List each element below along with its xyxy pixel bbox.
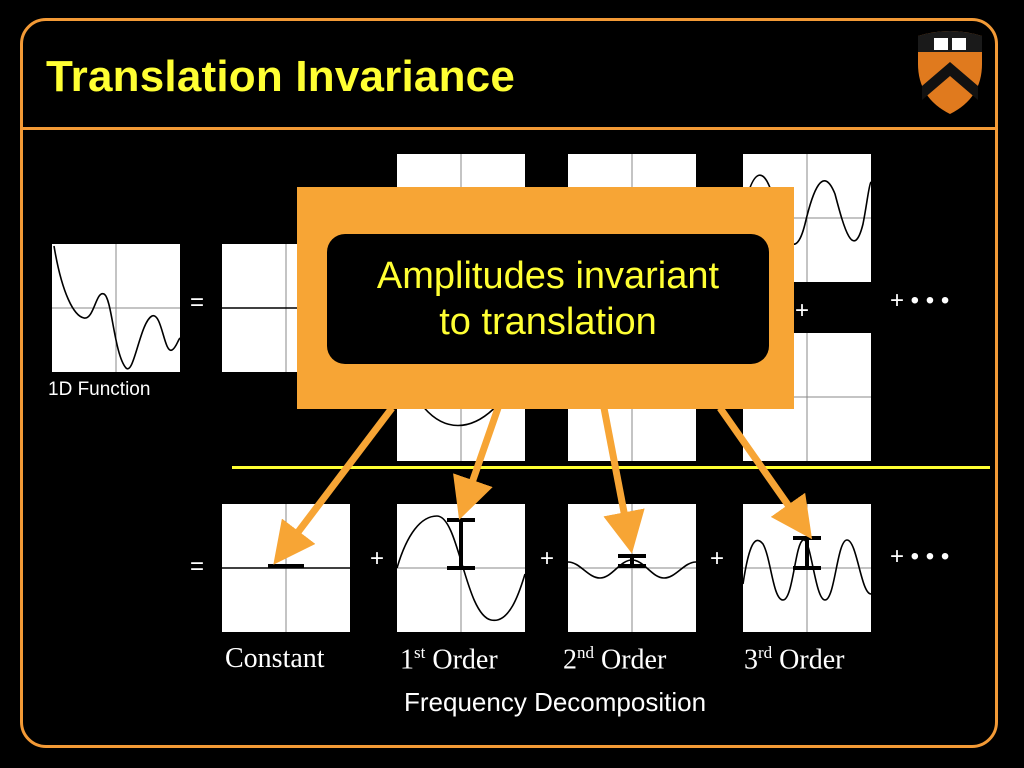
slide-frame (20, 18, 998, 748)
label-constant: Constant (225, 643, 325, 674)
label-third-order: 3rd Order (744, 643, 845, 676)
divider-line (232, 466, 990, 469)
panel-1d-function (52, 244, 180, 372)
function-label: 1D Function (48, 379, 151, 400)
bottom-plus-3: + (710, 545, 725, 572)
arrow-icon (273, 405, 395, 565)
arrow-icon (453, 406, 502, 520)
bottom-ellipsis: + • • • (890, 543, 950, 570)
bottom-plus-1: + (370, 545, 385, 572)
callout-line-1: Amplitudes invariant (376, 255, 720, 297)
slide-title: Translation Invariance (46, 52, 516, 101)
label-first-order: 1st Order (400, 643, 498, 676)
title-rule (22, 127, 998, 130)
label-second-order: 2nd Order (563, 643, 667, 676)
panel-first-order (397, 504, 525, 632)
callout-text-box: Amplitudes invariant to translation (327, 234, 769, 364)
princeton-shield-logo (918, 31, 982, 114)
top-plus-sign: + (795, 297, 810, 324)
callout-line-2: to translation (439, 301, 657, 343)
arrow-icon (717, 405, 813, 540)
bottom-equals-sign: = (190, 553, 205, 580)
arrow-icon (600, 407, 645, 554)
bottom-plus-2: + (540, 545, 555, 572)
top-ellipsis: + • • • (890, 287, 950, 314)
caption: Frequency Decomposition (404, 687, 707, 717)
top-equals-sign: = (190, 289, 205, 316)
